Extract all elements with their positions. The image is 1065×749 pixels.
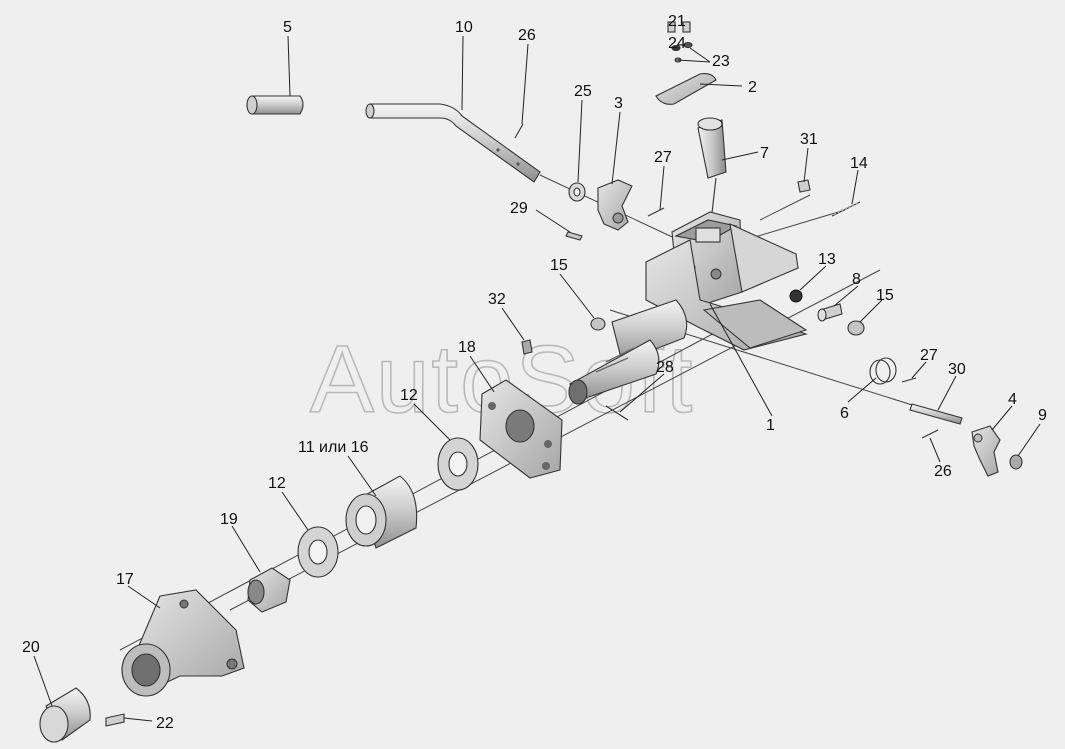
callout-19: 19 (220, 511, 238, 528)
part-4-lever (971, 425, 1001, 477)
callout-12-upper: 12 (400, 387, 418, 404)
callout-23: 23 (712, 53, 730, 70)
callout-20: 20 (22, 639, 40, 656)
callout-8: 8 (852, 271, 861, 288)
callout-21: 21 (668, 13, 686, 30)
callout-30: 30 (948, 361, 966, 378)
callout-22: 22 (156, 715, 174, 732)
part-32-fitting (521, 339, 533, 355)
callout-2: 2 (748, 79, 757, 96)
callout-9: 9 (1038, 407, 1047, 424)
part-14-spring (831, 201, 861, 217)
part-12-washer-upper (437, 437, 479, 491)
part-18-flange (479, 379, 563, 479)
callout-3: 3 (614, 95, 623, 112)
callout-26-top: 26 (518, 27, 536, 44)
part-6-torsion-spring (869, 357, 897, 385)
callout-7: 7 (760, 145, 769, 162)
part-26-pin-top (514, 123, 524, 139)
part-19-castle-nut (247, 567, 291, 613)
callout-labels: 5 10 26 25 3 27 29 21 24 23 2 7 31 14 13… (22, 13, 1047, 732)
callout-1: 1 (766, 417, 775, 434)
part-17-housing (121, 589, 245, 697)
part-1-main-housing (568, 211, 808, 405)
callout-14: 14 (850, 155, 868, 172)
parts-21-24-23-fasteners (667, 21, 693, 63)
callout-12-lower: 12 (268, 475, 286, 492)
part-2-plate (655, 73, 717, 105)
part-27-pin-right (901, 377, 917, 383)
part-22-bolt (105, 713, 125, 727)
part-26-pin-right (921, 429, 939, 439)
part-31-bolt (797, 179, 811, 193)
part-10-lever-rod (365, 103, 541, 183)
callout-15-right: 15 (876, 287, 894, 304)
callout-4: 4 (1008, 391, 1017, 408)
callout-15-left: 15 (550, 257, 568, 274)
part-8-bolt (817, 303, 843, 322)
callout-32: 32 (488, 291, 506, 308)
callout-18: 18 (458, 339, 476, 356)
part-3-bracket (597, 179, 633, 231)
part-20-cap (39, 687, 91, 743)
part-5-handle-grip (246, 95, 304, 115)
callout-28: 28 (656, 359, 674, 376)
callout-13: 13 (818, 251, 836, 268)
callout-17: 17 (116, 571, 134, 588)
leader-lines (33, 35, 1041, 722)
part-9-nut (1009, 454, 1023, 470)
part-27-pin-top (647, 207, 665, 217)
callout-27-top: 27 (654, 149, 672, 166)
callout-11-16: 11 или 16 (298, 439, 369, 456)
part-13-nut (789, 289, 803, 303)
part-12-washer-lower (297, 526, 339, 578)
callout-26-right: 26 (934, 463, 952, 480)
part-15-plug-right (847, 320, 865, 336)
callout-25: 25 (574, 83, 592, 100)
callout-31: 31 (800, 131, 818, 148)
callout-27-right: 27 (920, 347, 938, 364)
part-25-washer (568, 182, 586, 202)
part-28-pin (605, 405, 629, 421)
part-11-16-bushing (345, 475, 418, 549)
part-30-axle (909, 403, 963, 425)
callout-24: 24 (668, 35, 686, 52)
part-15-plug-left (590, 317, 606, 331)
part-29-pin (565, 231, 583, 241)
callout-6: 6 (840, 405, 849, 422)
callout-10: 10 (455, 19, 473, 36)
callout-5: 5 (283, 19, 292, 36)
callout-29: 29 (510, 200, 528, 217)
